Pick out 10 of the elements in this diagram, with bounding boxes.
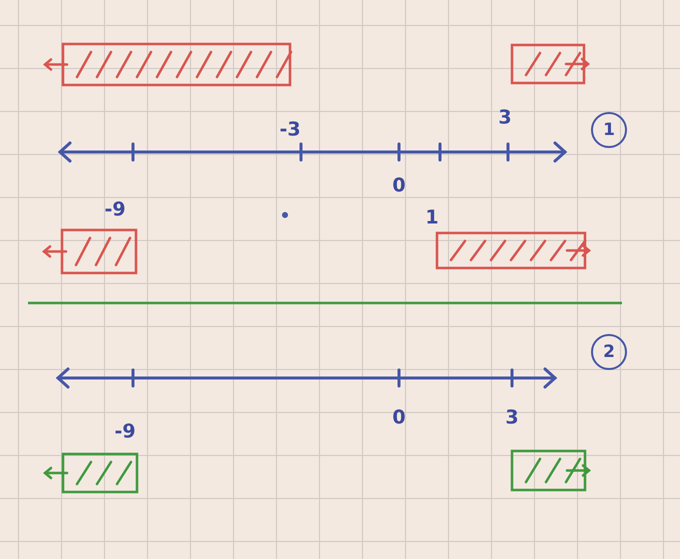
tick-label: -9	[114, 422, 136, 442]
circled-number: 2	[591, 334, 627, 370]
tick-label: 0	[392, 176, 406, 196]
tick-label: -9	[104, 200, 126, 220]
tick-label: 3	[505, 408, 519, 428]
tick-label: -3	[279, 120, 301, 140]
tick-label: 3	[498, 108, 512, 128]
circled-number: 1	[591, 112, 627, 148]
tick-label: 1	[425, 208, 439, 228]
tick-label: 0	[392, 408, 406, 428]
